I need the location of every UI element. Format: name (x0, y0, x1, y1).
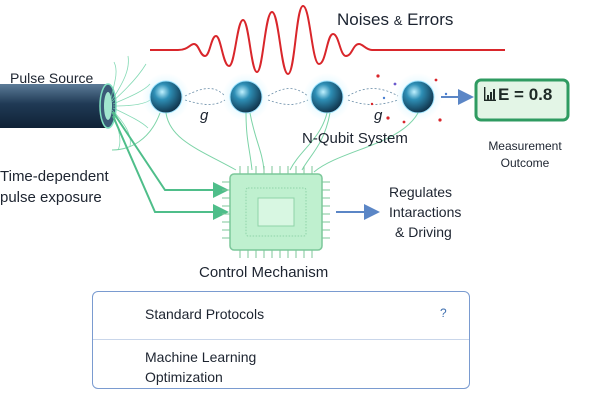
readout-value: E = 0.8 (484, 85, 552, 105)
ml-optimization-label: Machine Learning Optimization (145, 349, 257, 385)
help-glyph[interactable]: ? (440, 306, 447, 320)
pulse-source-label: Pulse Source (10, 70, 94, 86)
control-mechanism-label: Control Mechanism (199, 264, 329, 281)
pulse-source-cable (0, 83, 117, 129)
readout-box (474, 78, 570, 122)
noise-particles (370, 74, 448, 124)
noise-waveform (150, 4, 505, 76)
bar-chart-icon (484, 87, 496, 101)
qubit-1 (142, 73, 190, 121)
noises-errors-title: Noises & Errors (337, 10, 454, 29)
exposure-arrows (112, 111, 229, 220)
control-chip (222, 166, 330, 258)
methods-panel (92, 291, 470, 389)
pulse-exposure-label: Time-dependent pulse exposure (0, 168, 109, 206)
panel-divider (93, 339, 469, 340)
control-wires (111, 112, 419, 173)
measurement-outcome-label: Measurement Outcome (488, 139, 562, 170)
regulates-label: Regulates Intaractions & Driving (389, 184, 462, 240)
coupling-label-2: g (374, 107, 383, 124)
qubit-3 (303, 73, 351, 121)
qubit-2 (222, 73, 270, 121)
qubit-system-label: N-Qubit System (302, 130, 408, 147)
standard-protocols-label: Standard Protocols (145, 306, 265, 322)
coupling-label-1: g (200, 107, 209, 124)
